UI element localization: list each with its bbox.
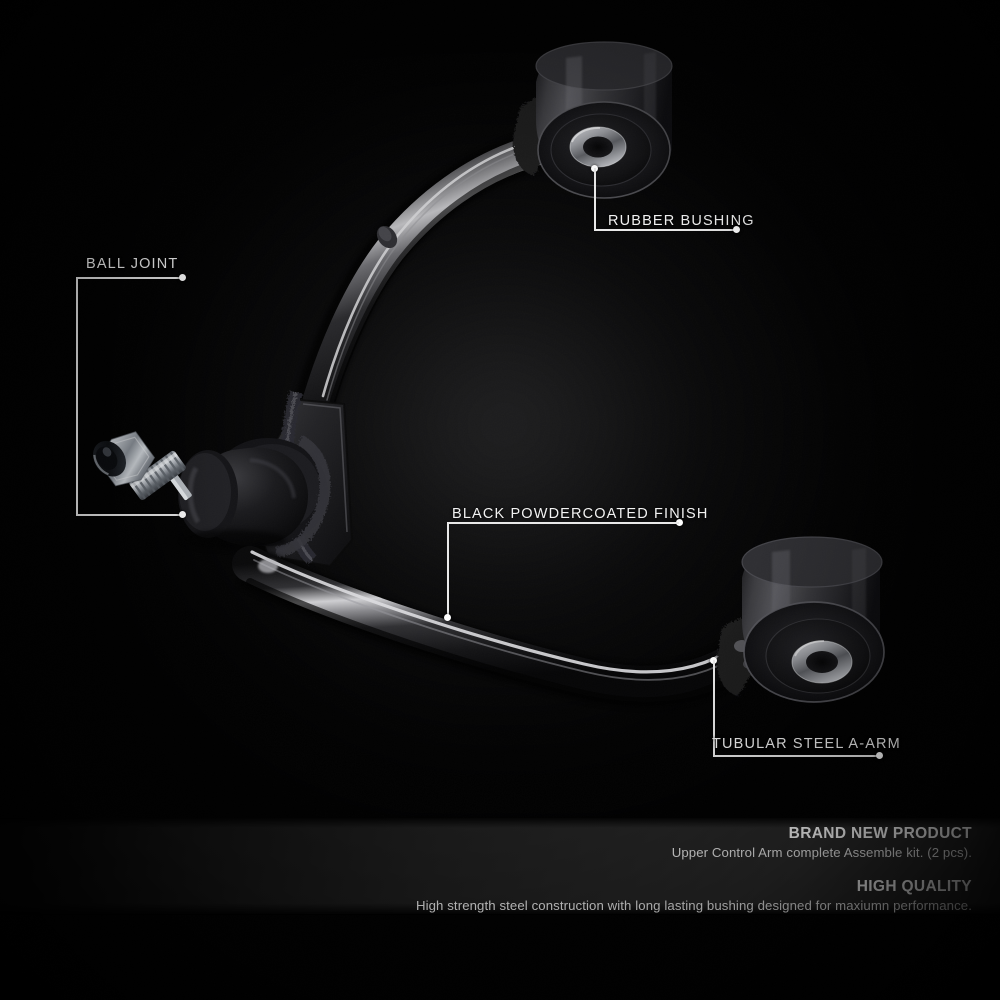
ball-joint-leader-bottom	[76, 514, 182, 516]
tubular-steel-end-dot	[876, 752, 883, 759]
tubular-steel-leader-horizontal	[713, 755, 879, 757]
marketing-copy: BRAND NEW PRODUCT Upper Control Arm comp…	[152, 824, 972, 915]
callout-label-black-powdercoated-finish: BLACK POWDERCOATED FINISH	[452, 506, 709, 522]
marketing-heading-high-quality: HIGH QUALITY	[856, 878, 972, 895]
rubber-bushing-leader-horizontal	[594, 229, 736, 231]
upper-rubber-bushing	[513, 41, 673, 199]
upper-tube-assembly	[292, 130, 559, 424]
ball-joint-assembly	[93, 431, 331, 558]
ball-joint-leader-top	[76, 277, 182, 279]
marketing-heading-brand-new-product: BRAND NEW PRODUCT	[788, 825, 972, 842]
rubber-bushing-leader-vertical	[594, 168, 596, 230]
black-powdercoated-leader-vertical	[447, 522, 449, 618]
ball-joint-top-dot	[179, 274, 186, 281]
lower-rubber-bushing	[716, 536, 885, 703]
black-powdercoated-anchor-dot	[444, 614, 451, 621]
callout-label-ball-joint: BALL JOINT	[86, 256, 179, 272]
lower-tube-assembly	[232, 546, 756, 708]
marketing-subtext-high-quality: High strength steel construction with lo…	[415, 898, 972, 913]
black-powdercoated-leader-horizontal	[447, 522, 679, 524]
marketing-subtext-brand-new-product: Upper Control Arm complete Assemble kit.…	[671, 845, 972, 860]
ball-joint-anchor-dot	[179, 511, 186, 518]
ball-joint-leader-vertical	[76, 277, 78, 515]
callout-label-rubber-bushing: RUBBER BUSHING	[608, 213, 755, 229]
callout-label-tubular-steel-a-arm: TUBULAR STEEL A-ARM	[712, 736, 901, 752]
marketing-copy-spacer	[152, 862, 972, 877]
